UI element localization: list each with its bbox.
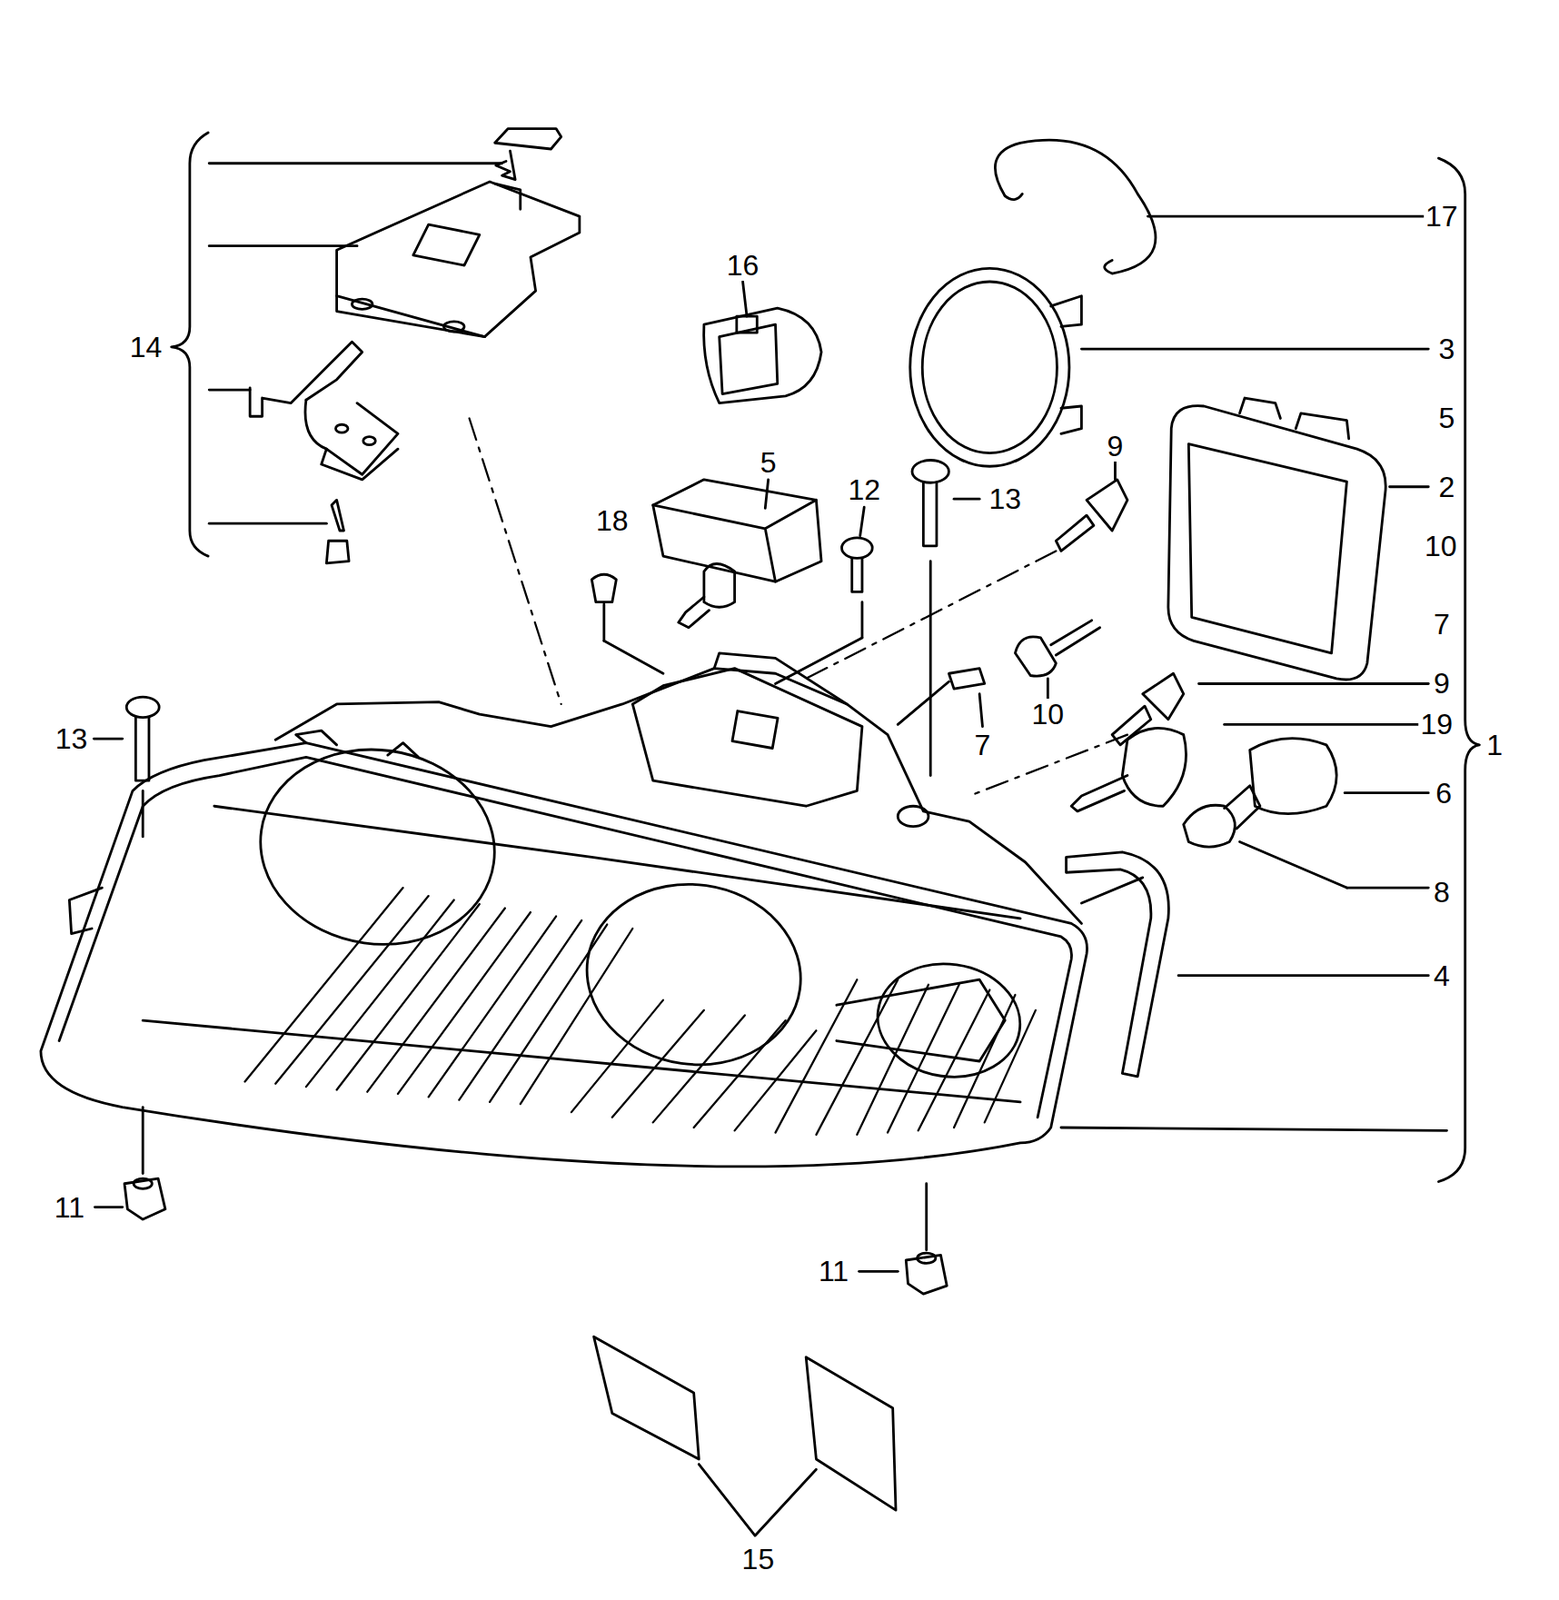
callout-number: 7 — [1431, 608, 1452, 640]
headlight-housing — [40, 653, 1088, 1167]
callout-number: 1 — [1484, 729, 1505, 761]
callout-number: 10 — [1422, 530, 1460, 562]
gasket-strip — [1066, 852, 1170, 1077]
cover-cap — [1168, 397, 1386, 680]
group-brace — [171, 132, 503, 557]
callout-number: 11 — [816, 1255, 851, 1287]
assembly-lines — [469, 417, 1128, 796]
callout-number: 9 — [1431, 667, 1452, 699]
callout-number: 4 — [1431, 960, 1452, 992]
callout-number: 15 — [740, 1543, 777, 1575]
bracket-parts — [249, 129, 580, 564]
callout-number: 10 — [1030, 698, 1067, 730]
callout-number: 17 — [1423, 200, 1460, 232]
connector-plug — [704, 281, 822, 404]
callout-number: 8 — [1431, 876, 1452, 908]
callout-number: 9 — [1105, 430, 1126, 462]
callout-number: 5 — [1437, 402, 1458, 434]
callout-number: 3 — [1437, 333, 1458, 365]
callout-number: 12 — [845, 474, 883, 506]
callout-number: 7 — [973, 729, 993, 761]
lens-hatching — [245, 887, 1036, 1135]
clips-and-stickers — [94, 1107, 947, 1537]
callout-number: 13 — [986, 483, 1023, 515]
adjuster-motor — [93, 460, 980, 837]
callout-number: 14 — [128, 331, 165, 363]
callout-number: 11 — [52, 1191, 87, 1223]
callout-number: 19 — [1418, 708, 1455, 740]
callout-number: 5 — [758, 446, 779, 478]
bulbs — [897, 461, 1337, 848]
callout-number: 13 — [53, 723, 90, 755]
callout-number: 6 — [1433, 777, 1454, 809]
callout-number: 16 — [724, 249, 762, 281]
callout-number: 2 — [1437, 471, 1458, 503]
callout-number: 18 — [594, 505, 631, 537]
group-brace — [1061, 158, 1480, 1182]
clip-and-ring — [910, 139, 1156, 467]
